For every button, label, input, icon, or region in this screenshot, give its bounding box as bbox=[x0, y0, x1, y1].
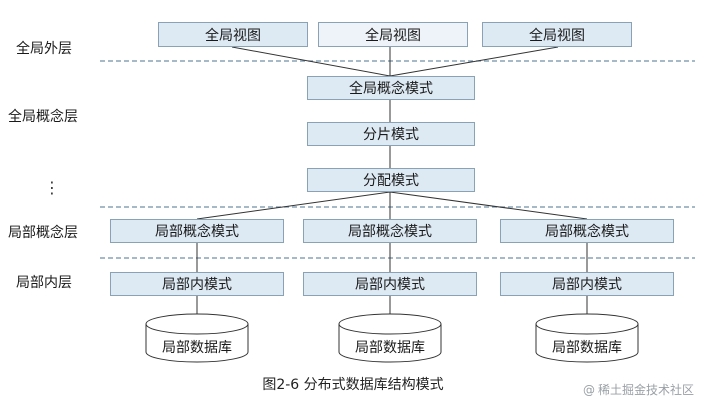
database-label: 局部数据库 bbox=[552, 340, 622, 356]
database-cylinder-2: 局部数据库 bbox=[338, 313, 442, 363]
database-label: 局部数据库 bbox=[355, 340, 425, 356]
local-inner-schema-box-1: 局部内模式 bbox=[110, 272, 284, 296]
layer-ellipsis: ⋮ bbox=[44, 178, 60, 197]
allocation-schema-box: 分配模式 bbox=[307, 168, 475, 192]
local-concept-schema-box-1: 局部概念模式 bbox=[110, 219, 284, 243]
layer-label-local-concept: 局部概念层 bbox=[8, 225, 78, 241]
layer-label-global-outer: 全局外层 bbox=[16, 41, 72, 57]
source-credit: @ 稀土掘金技术社区 bbox=[583, 381, 694, 398]
fragment-schema-box: 分片模式 bbox=[307, 122, 475, 146]
local-concept-schema-box-3: 局部概念模式 bbox=[500, 219, 674, 243]
at-icon: @ bbox=[582, 382, 595, 397]
layer-label-local-inner: 局部内层 bbox=[16, 275, 72, 291]
database-cylinder-1: 局部数据库 bbox=[145, 313, 249, 363]
figure-caption: 图2-6 分布式数据库结构模式 bbox=[262, 377, 444, 393]
local-inner-schema-box-3: 局部内模式 bbox=[500, 272, 674, 296]
connector-view1 bbox=[231, 46, 391, 77]
local-concept-schema-box-2: 局部概念模式 bbox=[303, 219, 477, 243]
local-inner-schema-box-2: 局部内模式 bbox=[303, 272, 477, 296]
connector-alloc-local3 bbox=[389, 191, 588, 220]
database-label: 局部数据库 bbox=[162, 340, 232, 356]
global-concept-schema-box: 全局概念模式 bbox=[307, 76, 475, 100]
layer-label-global-concept: 全局概念层 bbox=[8, 109, 78, 125]
connector-view3 bbox=[389, 46, 559, 77]
database-cylinder-3: 局部数据库 bbox=[535, 313, 639, 363]
connector-alloc-local1 bbox=[196, 191, 391, 220]
global-view-box-1: 全局视图 bbox=[158, 22, 308, 47]
global-view-box-2: 全局视图 bbox=[318, 22, 468, 47]
source-credit-text: 稀土掘金技术社区 bbox=[597, 383, 694, 397]
global-view-box-3: 全局视图 bbox=[482, 22, 632, 47]
